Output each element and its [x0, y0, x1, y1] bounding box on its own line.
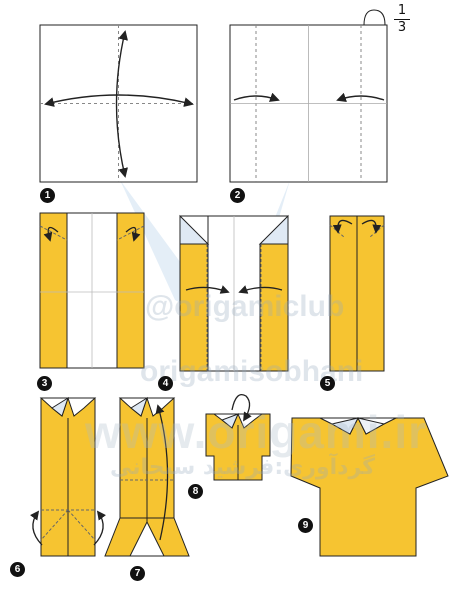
step-5-right-diag	[369, 224, 385, 238]
step-9-shirt	[290, 417, 449, 557]
step-badge-2: 2	[230, 188, 245, 203]
step-badge-7: 7	[130, 566, 145, 581]
step-9-diagram	[290, 417, 449, 557]
step-6-fold-left	[40, 509, 69, 541]
step-2-left-arrow	[233, 92, 280, 102]
step-7-diagram	[104, 396, 190, 557]
step-badge-8: 8	[188, 484, 203, 499]
step-badge-3: 3	[37, 376, 52, 391]
step-5-diagram	[329, 215, 385, 372]
fraction-denominator: 3	[397, 20, 407, 35]
step-6-right-arrow	[93, 510, 107, 546]
step-3-right-flap	[116, 212, 145, 369]
step-4-diagram	[179, 214, 289, 372]
step-5-right-arrow	[361, 219, 382, 234]
step-2-right-arrow	[336, 92, 385, 103]
step-7-fold-arrow	[155, 404, 169, 541]
step-6-diagram	[29, 396, 107, 557]
step-4-right-triangle	[258, 214, 289, 245]
fraction-numerator: 1	[397, 3, 407, 18]
step-8-collar-shade	[221, 413, 239, 429]
step-3-right-arrow	[125, 226, 141, 242]
step-6-collar-shade	[51, 396, 69, 417]
step-7-gap	[129, 520, 165, 557]
step-4-left-triangle	[179, 214, 210, 245]
step-1-horizontal-arrow	[44, 94, 194, 107]
step-4-left-arrow	[185, 285, 230, 294]
step-6-fold-right	[67, 509, 96, 541]
step-badge-1: 1	[40, 188, 55, 203]
step-8-diagram	[205, 393, 271, 481]
step-badge-4: 4	[158, 376, 173, 391]
step-badge-6: 6	[10, 562, 25, 577]
step-3-left-flap	[39, 212, 68, 369]
step-badge-5: 5	[320, 376, 335, 391]
step-9-collar-shade-right	[357, 417, 386, 435]
step-badge-9: 9	[298, 518, 313, 533]
step-5-left-arrow	[332, 219, 353, 234]
step-7-collar-shade	[130, 396, 148, 417]
step-3-left-diag	[39, 225, 68, 241]
step-3-left-arrow	[43, 226, 59, 242]
step-9-collar-shade	[330, 417, 359, 435]
step-8-fold-arrow	[231, 393, 252, 422]
measure-arc-icon	[363, 9, 386, 26]
step-4-right-flap	[259, 243, 289, 372]
step-2-diagram	[229, 9, 388, 183]
step-6-collar-right	[67, 397, 97, 417]
step-6-left-arrow	[29, 510, 43, 546]
step-5-left-diag	[329, 224, 345, 238]
fraction-label: 1 3	[394, 4, 410, 35]
step-1-diagram	[39, 24, 198, 183]
step-4-right-arrow	[238, 285, 283, 294]
step-3-diagram	[39, 212, 145, 369]
fraction-bar	[394, 19, 410, 20]
step-4-left-flap	[179, 243, 209, 372]
step-3-right-diag	[116, 225, 145, 241]
